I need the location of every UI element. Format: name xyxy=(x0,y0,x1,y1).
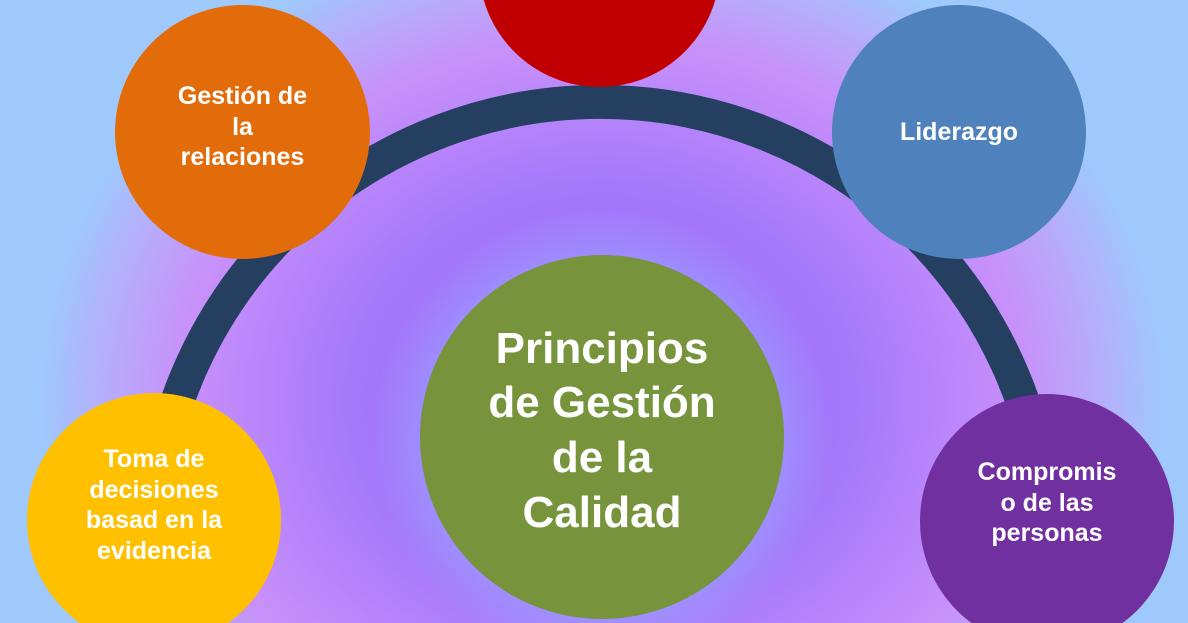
arc-path xyxy=(136,85,1064,522)
principle-node-evidence-based-decisions: Toma de decisiones basad en la evidencia xyxy=(27,393,281,623)
principle-node-leadership: Liderazgo xyxy=(832,5,1086,259)
principle-node-people-engagement: Compromis o de las personas xyxy=(920,394,1174,623)
center-hub: Principios de Gestión de la Calidad xyxy=(420,255,784,619)
principle-node-evidence-based-decisions-label: Toma de decisiones basad en la evidencia xyxy=(85,445,223,565)
center-hub-title: Principios de Gestión de la Calidad xyxy=(488,323,716,537)
principle-node-relationship-management-label: Gestión de la relaciones xyxy=(177,82,308,172)
principle-node-relationship-management: Gestión de la relaciones xyxy=(115,5,370,259)
principle-node-leadership-label: Liderazgo xyxy=(899,117,1019,146)
principle-node-people-engagement-label: Compromis o de las personas xyxy=(977,458,1117,548)
